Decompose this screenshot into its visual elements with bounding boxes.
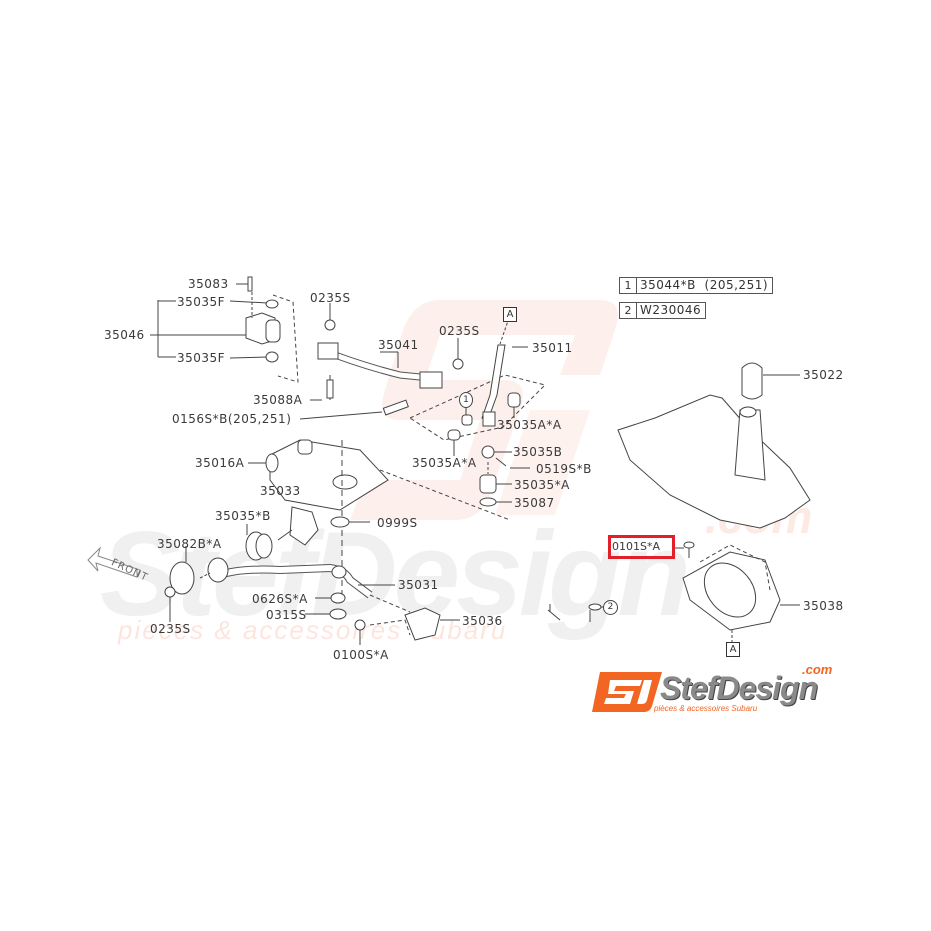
legend-marker-2: 2 bbox=[620, 303, 637, 318]
stefdesign-logo: StefDesign .com pièces & accessoires Sub… bbox=[592, 662, 847, 716]
circle-marker-1: 1 bbox=[459, 392, 473, 408]
part-label-35041[interactable]: 35041 bbox=[378, 338, 419, 352]
part-label-35022[interactable]: 35022 bbox=[803, 368, 844, 382]
part-label-35035b-star[interactable]: 35035*B bbox=[215, 509, 271, 523]
part-label-0100sa[interactable]: 0100S*A bbox=[333, 648, 389, 662]
part-label-0235s-bottom[interactable]: 0235S bbox=[150, 622, 191, 636]
part-label-0999s[interactable]: 0999S bbox=[377, 516, 418, 530]
part-label-35038[interactable]: 35038 bbox=[803, 599, 844, 613]
part-label-35033[interactable]: 35033 bbox=[260, 484, 301, 498]
part-label-35036[interactable]: 35036 bbox=[462, 614, 503, 628]
circle-marker-2: 2 bbox=[603, 600, 618, 615]
part-label-35035a[interactable]: 35035*A bbox=[514, 478, 570, 492]
part-label-0519sb[interactable]: 0519S*B bbox=[536, 462, 592, 476]
watermark-logo-icon bbox=[350, 300, 618, 520]
legend-value-2: W230046 bbox=[640, 303, 702, 317]
part-label-0315s[interactable]: 0315S bbox=[266, 608, 307, 622]
part-label-0101sa[interactable]: 0101S*A bbox=[612, 540, 661, 553]
reference-marker-a-bottom: A bbox=[726, 642, 740, 657]
reference-marker-a-top: A bbox=[503, 307, 517, 322]
part-label-35031[interactable]: 35031 bbox=[398, 578, 439, 592]
legend-row-1: 1 35044*B (205,251) bbox=[619, 277, 774, 294]
part-label-35011[interactable]: 35011 bbox=[532, 341, 573, 355]
sj-logo-icon bbox=[592, 672, 662, 712]
part-label-0235s-mid[interactable]: 0235S bbox=[439, 324, 480, 338]
part-label-35082ba[interactable]: 35082B*A bbox=[157, 537, 222, 551]
part-label-35046[interactable]: 35046 bbox=[104, 328, 145, 342]
part-label-35035aa-right[interactable]: 35035A*A bbox=[497, 418, 562, 432]
part-label-35035f-top[interactable]: 35035F bbox=[177, 295, 226, 309]
part-label-35035f-bottom[interactable]: 35035F bbox=[177, 351, 226, 365]
part-label-35035aa-left[interactable]: 35035A*A bbox=[412, 456, 477, 470]
part-label-35083[interactable]: 35083 bbox=[188, 277, 229, 291]
legend-marker-1: 1 bbox=[620, 278, 637, 293]
logo-tld-text: .com bbox=[802, 662, 833, 677]
logo-tagline-text: pièces & accessoires Subaru bbox=[654, 704, 758, 713]
logo-brand-text: StefDesign bbox=[660, 670, 818, 706]
part-label-0626sa[interactable]: 0626S*A bbox=[252, 592, 308, 606]
part-label-0156sb[interactable]: 0156S*B(205,251) bbox=[172, 412, 292, 426]
watermark-brand: StefDesign bbox=[100, 507, 691, 641]
part-label-35088a[interactable]: 35088A bbox=[253, 393, 303, 407]
part-label-35016a[interactable]: 35016A bbox=[195, 456, 245, 470]
legend-row-2: 2 W230046 bbox=[619, 302, 707, 319]
highlighted-part-box bbox=[608, 535, 675, 559]
part-label-0235s-top[interactable]: 0235S bbox=[310, 291, 351, 305]
part-label-35087[interactable]: 35087 bbox=[514, 496, 555, 510]
part-label-35035b[interactable]: 35035B bbox=[513, 445, 563, 459]
legend-value-1: 35044*B (205,251) bbox=[640, 278, 769, 292]
